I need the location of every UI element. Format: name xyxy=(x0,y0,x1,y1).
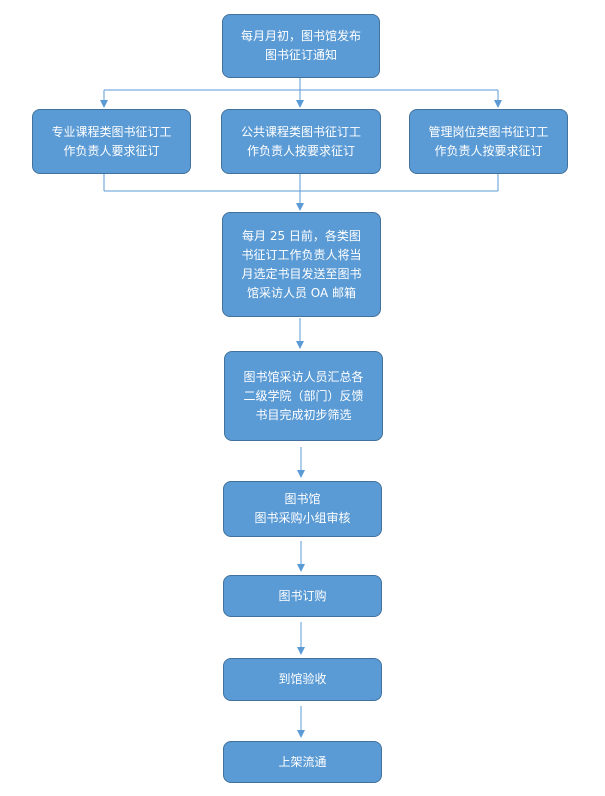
node-shelving: 上架流通 xyxy=(223,741,382,783)
node-management-post: 管理岗位类图书征订工 作负责人按要求征订 xyxy=(409,109,568,174)
node-public-course-label: 公共课程类图书征订工 作负责人按要求征订 xyxy=(240,124,361,158)
node-arrival-check-label: 到馆验收 xyxy=(278,672,327,686)
node-submit-booklist-label: 每月 25 日前，各类图 书征订工作负责人将当 月选定书目发送至图书 馆采访人员… xyxy=(241,228,362,300)
node-purchase-review-label: 图书馆 图书采购小组审核 xyxy=(254,492,351,525)
node-book-order: 图书订购 xyxy=(223,575,382,617)
node-professional-course: 专业课程类图书征订工 作负责人要求征订 xyxy=(32,109,191,174)
node-professional-course-label: 专业课程类图书征订工 作负责人要求征订 xyxy=(51,124,172,158)
node-submit-booklist: 每月 25 日前，各类图 书征订工作负责人将当 月选定书目发送至图书 馆采访人员… xyxy=(222,212,381,317)
node-initial-screening-label: 图书馆采访人员汇总各 二级学院（部门）反馈 书目完成初步筛选 xyxy=(243,369,364,422)
node-arrival-check: 到馆验收 xyxy=(223,658,382,701)
node-purchase-review: 图书馆 图书采购小组审核 xyxy=(223,481,382,537)
node-management-post-label: 管理岗位类图书征订工 作负责人按要求征订 xyxy=(428,124,549,158)
node-initial-screening: 图书馆采访人员汇总各 二级学院（部门）反馈 书目完成初步筛选 xyxy=(224,351,383,441)
node-shelving-label: 上架流通 xyxy=(278,754,327,769)
node-book-order-label: 图书订购 xyxy=(278,588,327,603)
node-publish-notice-label: 每月月初，图书馆发布 图书征订通知 xyxy=(240,29,361,62)
node-public-course: 公共课程类图书征订工 作负责人按要求征订 xyxy=(221,109,381,174)
node-publish-notice: 每月月初，图书馆发布 图书征订通知 xyxy=(222,14,380,78)
